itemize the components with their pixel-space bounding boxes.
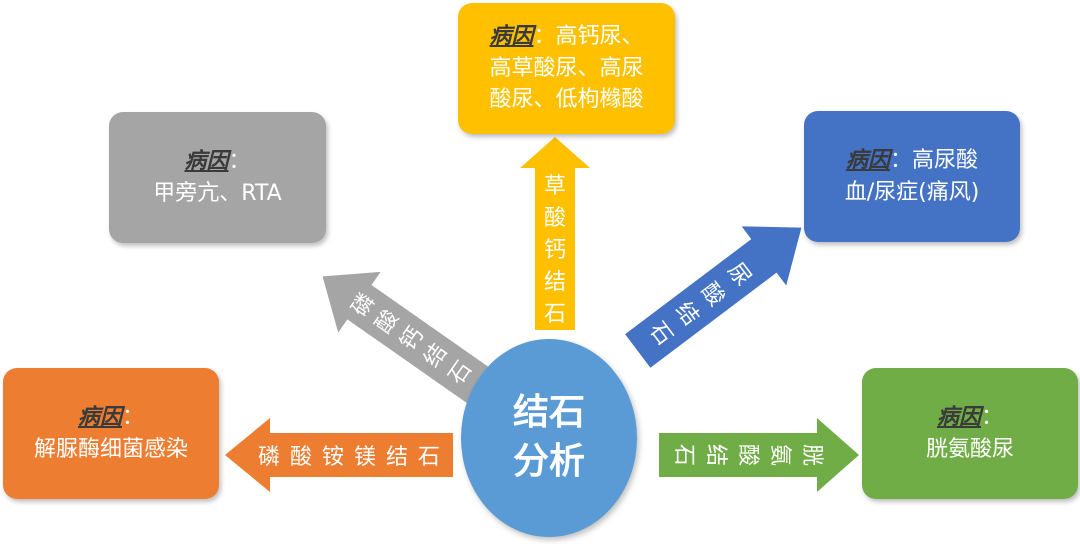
yellow-arrow-label: 草 酸 钙 结 石 xyxy=(535,168,575,327)
blue-arrow xyxy=(625,226,802,368)
green-arrow-char: 石 xyxy=(671,443,697,467)
yellow-arrow-char: 草 xyxy=(543,174,566,199)
cause-separator: ：高尿酸 xyxy=(890,147,979,173)
cause-separator: ： xyxy=(228,148,251,174)
green-arrow xyxy=(659,418,859,492)
gray-cause-box: 病因： 甲旁亢、RTA xyxy=(109,112,326,243)
green-arrow-char: 胱 xyxy=(798,443,824,467)
green-arrow-label: 石 结 酸 氨 胱 xyxy=(671,421,825,489)
orange-arrow-char: 磷 xyxy=(258,445,281,470)
cause-label: 病因 xyxy=(845,147,890,173)
gray-arrow xyxy=(322,271,495,406)
orange-cause-text: 解脲酶细菌感染 xyxy=(33,436,188,462)
green-arrow-char: 氨 xyxy=(766,443,792,467)
cause-separator: ： xyxy=(981,404,1004,430)
green-cause-text: 胱氨酸尿 xyxy=(925,436,1014,462)
orange-arrow-char: 酸 xyxy=(289,445,312,470)
blue-cause-box: 病因：高尿酸 血/尿症(痛风) xyxy=(804,111,1020,242)
center-title-line1: 结石 xyxy=(512,392,585,434)
blue-cause-text: 血/尿症(痛风) xyxy=(844,179,980,205)
center-title-line2: 分析 xyxy=(512,441,585,482)
yellow-arrow xyxy=(520,137,590,330)
cause-label: 病因 xyxy=(489,23,534,49)
green-cause-heading: 病因： xyxy=(937,402,1003,434)
yellow-cause-heading: 病因：高钙尿、 xyxy=(489,21,643,53)
cause-label: 病因 xyxy=(77,404,122,430)
gray-cause-heading: 病因： xyxy=(184,146,250,178)
gray-arrow-group: 磷 酸 钙 结 石 xyxy=(298,243,507,422)
yellow-arrow-char: 钙 xyxy=(543,238,566,263)
yellow-arrow-char: 结 xyxy=(543,270,566,295)
green-cause-box: 病因： 胱氨酸尿 xyxy=(862,368,1078,499)
yellow-cause-text: 酸尿、低枸橼酸 xyxy=(489,87,644,113)
blue-cause-heading: 病因：高尿酸 xyxy=(846,145,978,177)
orange-arrow-char: 结 xyxy=(385,445,408,470)
yellow-cause-text: 高草酸尿、高尿 xyxy=(489,55,644,81)
yellow-arrow-char: 酸 xyxy=(543,206,566,231)
yellow-cause-box: 病因：高钙尿、 高草酸尿、高尿 酸尿、低枸橼酸 xyxy=(458,3,675,134)
orange-arrow-char: 铵 xyxy=(321,445,344,470)
orange-arrow-char: 石 xyxy=(417,445,440,470)
orange-arrow-char: 镁 xyxy=(353,445,376,470)
cause-label: 病因 xyxy=(184,148,229,174)
cause-separator: ：高钙尿、 xyxy=(533,23,644,49)
orange-arrow xyxy=(225,418,453,492)
cause-separator: ： xyxy=(122,404,145,430)
orange-cause-heading: 病因： xyxy=(78,402,144,434)
gray-cause-text: 甲旁亢、RTA xyxy=(153,180,282,206)
green-arrow-char: 酸 xyxy=(734,443,760,467)
orange-arrow-label: 磷 酸 铵 镁 结 石 xyxy=(258,423,440,487)
green-arrow-char: 结 xyxy=(702,443,728,467)
yellow-arrow-char: 石 xyxy=(543,302,566,327)
orange-cause-box: 病因： 解脲酶细菌感染 xyxy=(3,368,219,499)
blue-arrow-group: 石 结 酸 尿 xyxy=(613,195,828,384)
cause-label: 病因 xyxy=(936,404,981,430)
center-circle: 结石 分析 xyxy=(461,339,637,537)
